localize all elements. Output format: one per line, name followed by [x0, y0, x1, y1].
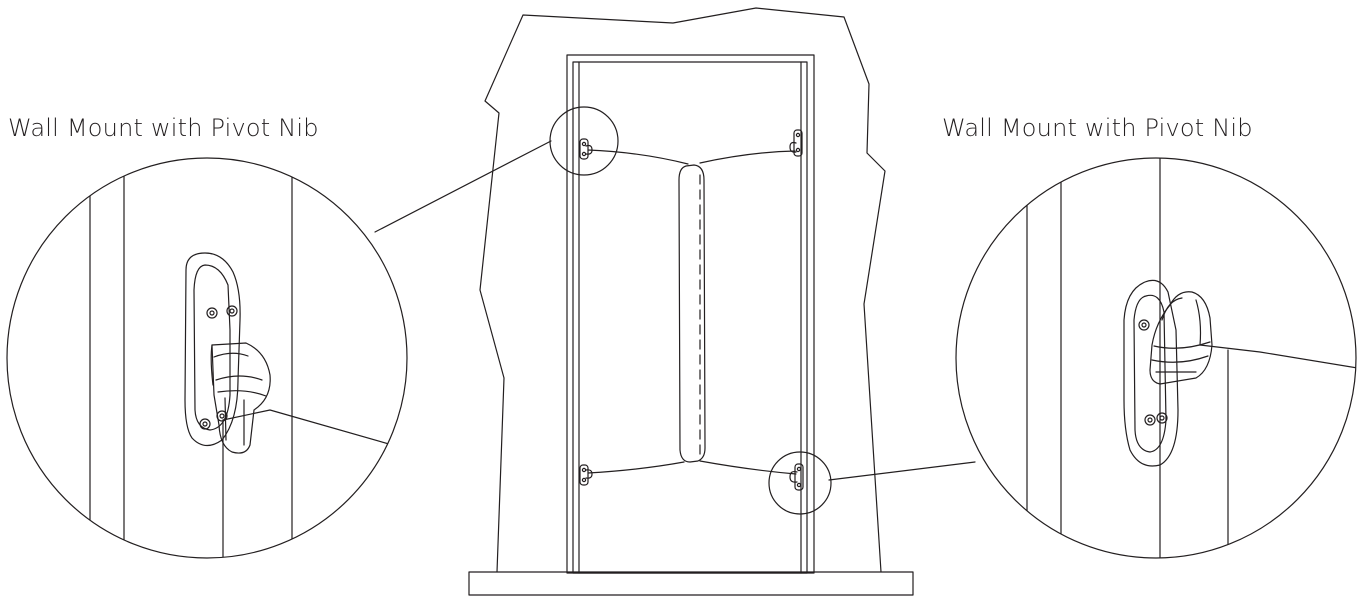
right-pivot-nib — [1150, 292, 1212, 384]
panel-bottom-right-arc — [700, 461, 796, 474]
mount-bottom-right — [790, 464, 803, 490]
panel-top-right-arc — [700, 151, 795, 163]
left-pivot-nib — [212, 343, 270, 453]
highlight-circle-top-left — [550, 107, 618, 175]
wall-outline — [480, 8, 885, 572]
mount-top-right — [790, 130, 802, 156]
leader-line-left — [375, 141, 551, 232]
mount-bottom-left — [580, 465, 592, 485]
leader-line-right — [829, 462, 975, 480]
right-mount-plate — [1124, 280, 1178, 466]
door-frame-outer — [567, 55, 814, 573]
panel-top-left-arc — [588, 150, 688, 164]
floor-slab — [469, 572, 913, 595]
detail-circle-left — [7, 150, 410, 580]
detail-circle-right — [956, 150, 1357, 580]
highlight-circle-bottom-right — [769, 452, 831, 514]
left-mount-plate — [185, 253, 240, 446]
panel-bottom-left-arc — [588, 462, 684, 473]
label-right-wall-mount: Wall Mount with Pivot Nib — [942, 114, 1253, 142]
panel-fold — [679, 165, 705, 462]
center-scene — [469, 8, 913, 595]
mount-top-left — [580, 139, 592, 159]
door-frame-inner — [573, 62, 807, 573]
label-left-wall-mount: Wall Mount with Pivot Nib — [8, 114, 319, 142]
